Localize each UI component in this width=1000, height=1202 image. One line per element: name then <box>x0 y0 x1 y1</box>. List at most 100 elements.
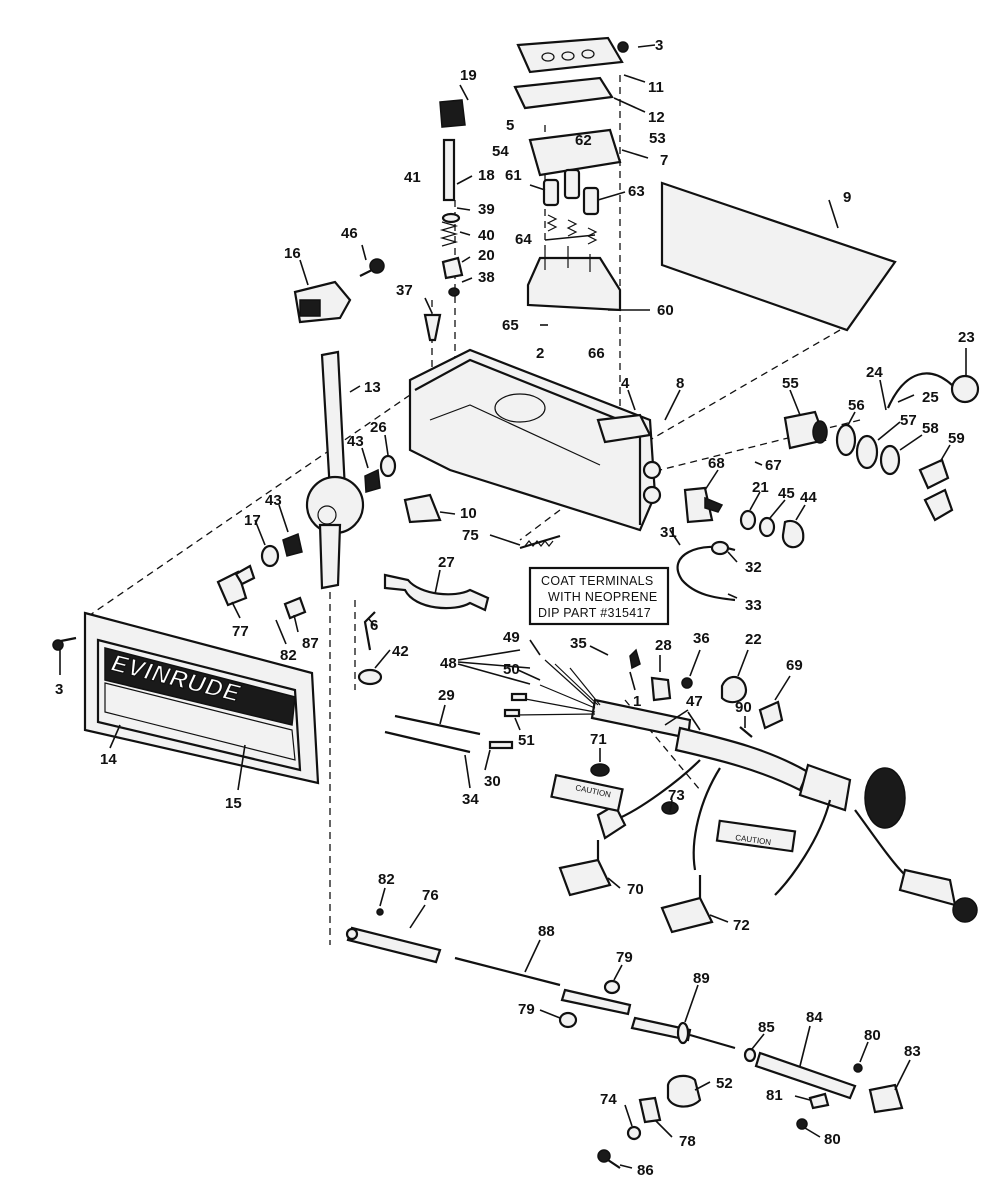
callout-19: 19 <box>460 67 477 84</box>
callout-65: 65 <box>502 317 519 334</box>
callout-80-upper: 80 <box>864 1027 881 1044</box>
callout-69: 69 <box>786 657 803 674</box>
cable-end-89 <box>630 1016 736 1050</box>
callout-45: 45 <box>778 485 795 502</box>
bolt-77 <box>216 564 256 607</box>
callout-62: 62 <box>575 132 592 149</box>
shift-tube-76 <box>345 908 442 964</box>
callout-21: 21 <box>752 479 769 496</box>
callout-38: 38 <box>478 269 495 286</box>
callout-6: 6 <box>370 617 378 634</box>
callout-82-lower: 82 <box>378 871 395 888</box>
callout-34: 34 <box>462 791 479 808</box>
key-switch <box>783 410 828 450</box>
callout-4: 4 <box>621 375 630 392</box>
clip-52 <box>666 1074 702 1108</box>
callout-28: 28 <box>655 637 672 654</box>
callout-15: 15 <box>225 795 242 812</box>
callout-87: 87 <box>302 635 319 652</box>
switch-housing <box>526 246 622 312</box>
callout-64: 64 <box>515 231 532 248</box>
callout-74: 74 <box>600 1091 617 1108</box>
callout-60: 60 <box>657 302 674 319</box>
callout-leaders <box>59 44 967 1169</box>
callout-33: 33 <box>745 597 762 614</box>
battery-clamp-70 <box>550 773 627 897</box>
callout-66: 66 <box>588 345 605 362</box>
callout-41: 41 <box>404 169 421 186</box>
callout-67: 67 <box>765 457 782 474</box>
clamp-27 <box>383 573 490 612</box>
callout-12: 12 <box>648 109 665 126</box>
callout-47: 47 <box>686 693 703 710</box>
shift-tube-84 <box>754 1051 863 1100</box>
callout-20: 20 <box>478 247 495 264</box>
callout-84: 84 <box>806 1009 823 1026</box>
callout-73: 73 <box>668 787 685 804</box>
ring-85 <box>743 1047 757 1063</box>
callout-76: 76 <box>422 887 439 904</box>
callout-58: 58 <box>922 420 939 437</box>
callout-88: 88 <box>538 923 555 940</box>
screw-46 <box>359 258 385 277</box>
cable-fittings-79 <box>558 979 632 1029</box>
callout-42: 42 <box>392 643 409 660</box>
callout-29: 29 <box>438 687 455 704</box>
key-switch-nuts <box>835 423 901 476</box>
callout-52: 52 <box>716 1075 733 1092</box>
callout-5: 5 <box>506 117 514 134</box>
clip-78 <box>626 1096 662 1141</box>
callout-81: 81 <box>766 1087 783 1104</box>
lanyard-clip <box>886 372 980 409</box>
top-cover-plate <box>516 36 624 74</box>
neutral-switch <box>403 493 442 524</box>
screw-3-bottom <box>52 636 77 651</box>
callout-25: 25 <box>922 389 939 406</box>
callout-1: 1 <box>633 693 641 710</box>
callout-78: 78 <box>679 1133 696 1150</box>
note-line-3: DIP PART #315417 <box>538 606 651 620</box>
battery-clamp-72 <box>660 801 797 934</box>
callout-22: 22 <box>745 631 762 648</box>
bushing-87 <box>283 596 307 620</box>
callout-14: 14 <box>100 751 117 768</box>
screw-37 <box>423 313 442 342</box>
callout-50: 50 <box>503 661 520 678</box>
callout-13: 13 <box>364 379 381 396</box>
callout-3-top: 3 <box>655 37 663 54</box>
callout-75: 75 <box>462 527 479 544</box>
callout-37: 37 <box>396 282 413 299</box>
callout-36: 36 <box>693 630 710 647</box>
callout-77: 77 <box>232 623 249 640</box>
callout-40: 40 <box>478 227 495 244</box>
callout-46: 46 <box>341 225 358 242</box>
callout-35: 35 <box>570 635 587 652</box>
callout-63: 63 <box>628 183 645 200</box>
callout-43-upper: 43 <box>347 433 364 450</box>
callout-72: 72 <box>733 917 750 934</box>
callout-48: 48 <box>440 655 457 672</box>
choke-knob-assembly <box>439 99 466 297</box>
callout-89: 89 <box>693 970 710 987</box>
gasket <box>513 76 614 110</box>
handle-knob <box>293 280 352 324</box>
callout-49: 49 <box>503 629 520 646</box>
callout-55: 55 <box>782 375 799 392</box>
push-buttons <box>542 168 600 216</box>
control-handle <box>305 350 365 590</box>
callout-30: 30 <box>484 773 501 790</box>
bolt-86 <box>597 1149 621 1169</box>
callout-79-upper: 79 <box>616 949 633 966</box>
callout-53: 53 <box>649 130 666 147</box>
callout-10: 10 <box>460 505 477 522</box>
callout-31: 31 <box>660 524 677 541</box>
callout-79-lower: 79 <box>518 1001 535 1018</box>
toggle-switch <box>683 486 724 524</box>
callout-27: 27 <box>438 554 455 571</box>
callout-54: 54 <box>492 143 509 160</box>
callout-23: 23 <box>958 329 975 346</box>
callout-57: 57 <box>900 412 917 429</box>
callout-85: 85 <box>758 1019 775 1036</box>
wiring-harness <box>590 698 978 923</box>
jumper-leads <box>384 714 514 754</box>
